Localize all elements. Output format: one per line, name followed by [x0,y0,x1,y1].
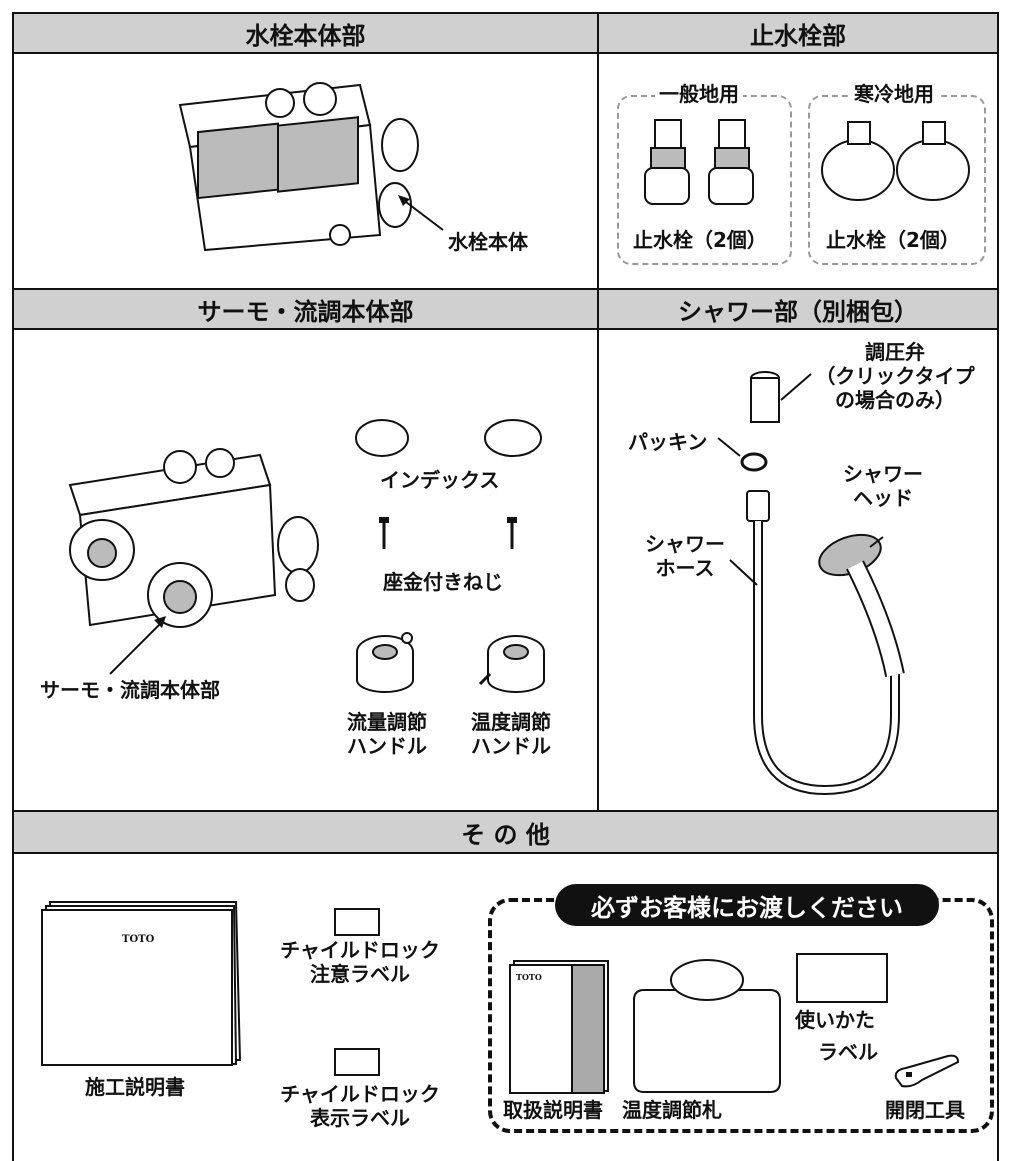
screws-illustration [379,517,517,549]
shower-title: シャワー部（別梱包） [678,297,918,326]
thermo-body-arrow [109,616,166,675]
caution-label-line2: 注意ラベル [310,962,410,986]
flow-handle-illustration [356,632,414,693]
shower-hose-line1: シャワー [645,532,725,556]
temp-handle-illustration [478,635,545,693]
installation-manual-brand: TOTO [122,934,155,945]
temp-handle-label: 温度調節 ハンドル [466,710,556,758]
caution-label: チャイルドロック 注意ラベル [270,938,450,986]
open-close-tool-label: 開閉工具 [885,1098,965,1122]
cold-stop-valves-illustration [821,121,970,201]
other-header: そ の 他 [12,810,999,854]
thermo-body-illustration [68,448,319,628]
general-stop-valve-label: 止水栓（2個） [633,228,767,252]
packing-label: パッキン [628,430,708,454]
faucet-body-arrow [398,195,444,231]
shower-hose-line2: ホース [655,556,715,580]
pressure-valve-line2: （クリックタイプ [815,364,975,388]
flow-handle-label-line1: 流量調節 [347,710,427,734]
screw-label: 座金付きねじ [383,570,503,594]
flow-handle-label-line2: ハンドル [347,734,427,758]
shower-cell [597,328,999,812]
user-manual-illustration [509,960,609,1094]
shower-header: シャワー部（別梱包） [597,288,999,330]
shower-head-line1: シャワー [843,462,923,486]
display-label-line1: チャイルドロック [280,1082,440,1106]
index-label: インデックス [380,468,500,492]
thermo-body-label: サーモ・流調本体部 [40,678,220,702]
shower-hose-label: シャワー ホース [630,532,740,580]
stop-valve-header: 止水栓部 [597,12,999,54]
thermo-title: サーモ・流調本体部 [197,297,414,326]
pressure-valve-illustration [750,371,812,423]
usage-label-illustration [796,953,888,1003]
temp-tag-illustration [633,959,781,1093]
pressure-valve-line3: の場合のみ） [835,388,955,412]
pressure-valve-label: 調圧弁 （クリックタイプ の場合のみ） [800,340,990,412]
flow-handle-label: 流量調節 ハンドル [342,710,432,758]
shower-head-label: シャワー ヘッド [828,462,938,510]
pressure-valve-line1: 調圧弁 [865,340,925,364]
other-title: そ の 他 [461,820,550,849]
customer-notice: 必ずお客様にお渡しください [555,884,939,926]
temp-handle-label-line1: 温度調節 [471,710,551,734]
faucet-body-label: 水栓本体 [448,230,528,254]
open-close-tool-illustration [894,1054,960,1088]
packing-illustration [717,437,768,472]
index-rings-illustration [355,419,542,457]
shower-hose-head-illustration [729,490,905,796]
display-label-line2: 表示ラベル [310,1106,410,1130]
display-label-illustration [334,1048,380,1076]
installation-manual-label: 施工説明書 [85,1075,185,1099]
caution-label-illustration [334,908,380,936]
cold-group-label: 寒冷地用 [850,82,938,106]
faucet-body-title: 水栓本体部 [245,21,366,50]
user-manual-label: 取扱説明書 [503,1098,603,1122]
usage-label-line1: 使いかた [795,1008,875,1032]
caution-label-line1: チャイルドロック [280,938,440,962]
temp-handle-label-line2: ハンドル [471,734,551,758]
installation-manual-illustration [41,901,242,1066]
faucet-body-illustration [178,82,419,252]
thermo-header: サーモ・流調本体部 [12,288,599,330]
shower-head-line2: ヘッド [853,486,913,510]
user-manual-brand: TOTO [516,972,542,982]
general-stop-valves-illustration [644,119,754,205]
cold-stop-valve-label: 止水栓（2個） [826,228,960,252]
display-label: チャイルドロック 表示ラベル [270,1082,450,1130]
usage-label-line2: ラベル [818,1040,878,1064]
stop-valve-title: 止水栓部 [750,21,846,50]
faucet-body-header: 水栓本体部 [12,12,599,54]
temp-tag-label: 温度調節札 [622,1098,722,1122]
general-group-label: 一般地用 [655,82,743,106]
